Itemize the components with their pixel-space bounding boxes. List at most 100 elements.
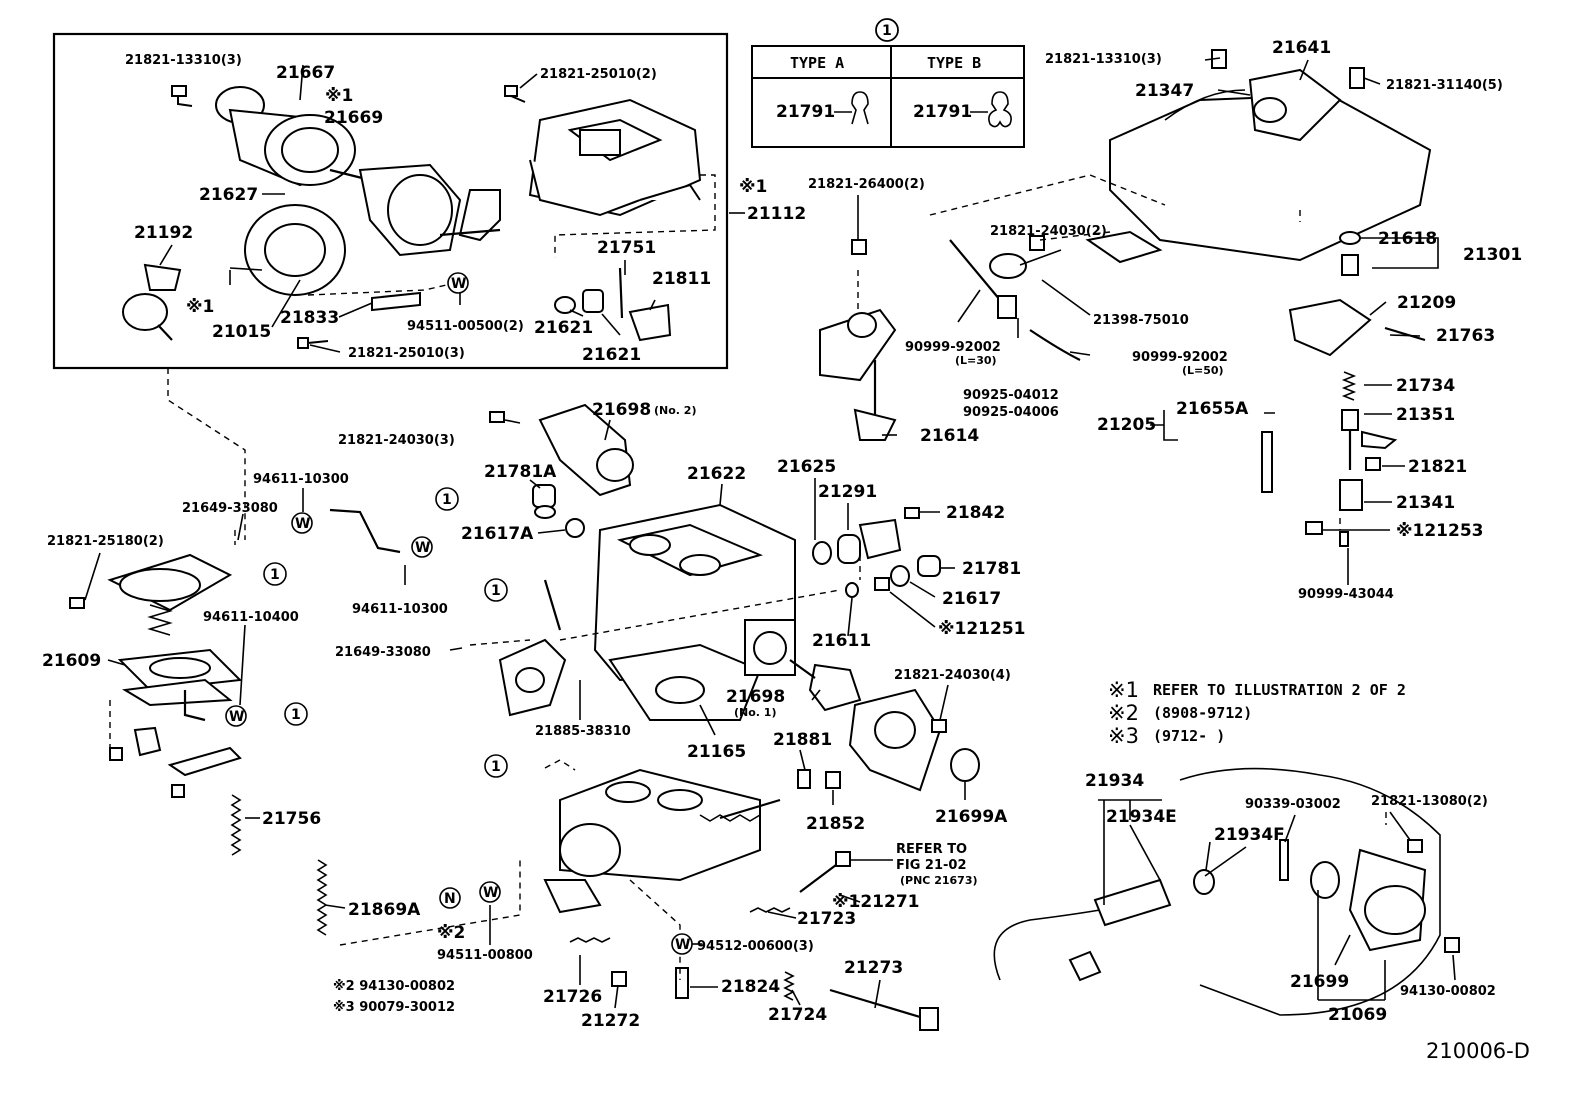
part-label: 90999-92002 bbox=[1132, 350, 1228, 365]
note-1-mark: ※1 bbox=[1108, 678, 1139, 702]
washer-symbol-1-label: W bbox=[451, 276, 466, 292]
washer-symbol-6-label: W bbox=[675, 937, 690, 953]
part-label: 21833 bbox=[280, 308, 339, 328]
part-label: ※1 bbox=[739, 177, 767, 197]
washer-symbol-5 bbox=[479, 881, 501, 903]
carburetor-body-drawing bbox=[489, 403, 980, 792]
ref-1-b bbox=[263, 562, 287, 586]
part-label: 21869A bbox=[348, 900, 421, 920]
part-label: 21617 bbox=[942, 589, 1001, 609]
part-label: 21934E bbox=[1106, 807, 1177, 827]
part-label: ※2 bbox=[437, 923, 465, 943]
part-label: 21699A bbox=[935, 807, 1008, 827]
part-label: 21821-13310(3) bbox=[1045, 52, 1162, 67]
part-label: 21781A bbox=[484, 462, 557, 482]
small-parts-drawing bbox=[569, 719, 947, 1031]
ref-1-b-label: 1 bbox=[270, 567, 280, 583]
washer-symbol-6 bbox=[671, 933, 693, 955]
part-label: 94611-10400 bbox=[203, 610, 299, 625]
part-label: 21934 bbox=[1085, 771, 1144, 791]
part-label: 21885-38310 bbox=[535, 724, 631, 739]
part-label: ※121251 bbox=[938, 619, 1026, 639]
part-label: 21821-24030(2) bbox=[990, 224, 1107, 239]
part-label: 21627 bbox=[199, 185, 258, 205]
washer-symbol-4-label: W bbox=[229, 709, 244, 725]
part-label: ※2 94130-00802 bbox=[333, 979, 455, 994]
refer-note-line2: FIG 21-02 bbox=[896, 858, 967, 873]
part-label: (No. 2) bbox=[654, 404, 696, 417]
part-label: (No. 1) bbox=[734, 706, 776, 719]
part-label: 21723 bbox=[797, 909, 856, 929]
type-a-part: 21791 bbox=[776, 102, 835, 122]
refer-note: REFER TO FIG 21-02 (PNC 21673) bbox=[896, 842, 978, 887]
part-label: ※3 90079-30012 bbox=[333, 1000, 455, 1015]
part-label: 21621 bbox=[582, 345, 641, 365]
ref-1-d-label: 1 bbox=[291, 707, 301, 723]
part-label: 21821-31140(5) bbox=[1386, 78, 1503, 93]
carburetor-top-cover-drawing bbox=[528, 98, 702, 342]
nut-symbol bbox=[439, 887, 461, 909]
part-label: 21655A bbox=[1176, 399, 1249, 419]
hose-type-b-icon bbox=[970, 91, 1012, 128]
part-label: 21341 bbox=[1396, 493, 1455, 513]
part-label: 21611 bbox=[812, 631, 871, 651]
type-a-header: TYPE A bbox=[790, 54, 844, 72]
part-label: 21398-75010 bbox=[1093, 313, 1189, 328]
part-label: 21852 bbox=[806, 814, 865, 834]
type-b-part: 21791 bbox=[913, 102, 972, 122]
washer-symbol-2 bbox=[291, 512, 313, 534]
part-label: 94611-10300 bbox=[352, 602, 448, 617]
note-3-text: (9712- ) bbox=[1153, 727, 1225, 745]
part-label: 21617A bbox=[461, 524, 534, 544]
part-label: 21811 bbox=[652, 269, 711, 289]
part-label: 21192 bbox=[134, 223, 193, 243]
part-label: 21734 bbox=[1396, 376, 1455, 396]
note-2-mark: ※2 bbox=[1108, 701, 1139, 725]
part-label: 21622 bbox=[687, 464, 746, 484]
intake-manifold-drawing bbox=[1085, 49, 1432, 547]
washer-symbol-4 bbox=[225, 705, 247, 727]
ref-1-c bbox=[484, 578, 508, 602]
part-label: 21649-33080 bbox=[335, 645, 431, 660]
part-label: 21821-24030(4) bbox=[894, 668, 1011, 683]
part-label: 21209 bbox=[1397, 293, 1456, 313]
part-label: 21698 bbox=[592, 400, 651, 420]
figure-code: 210006-D bbox=[1426, 1039, 1530, 1063]
part-label: 21751 bbox=[597, 238, 656, 258]
washer-symbol-3 bbox=[411, 536, 433, 558]
part-label: 94130-00802 bbox=[1400, 984, 1496, 999]
diaphragm-assembly-drawing bbox=[122, 85, 526, 349]
washer-symbol-5-label: W bbox=[483, 885, 498, 901]
part-label: 94511-00800 bbox=[437, 948, 533, 963]
part-label: 21291 bbox=[818, 482, 877, 502]
callout-1-circle bbox=[875, 18, 899, 42]
type-table: TYPE A TYPE B 21791 21791 bbox=[751, 45, 1025, 148]
part-label: 21699 bbox=[1290, 972, 1349, 992]
part-label: ※1 bbox=[325, 86, 353, 106]
part-label: 21821-13080(2) bbox=[1371, 794, 1488, 809]
nut-symbol-label: N bbox=[444, 891, 456, 907]
part-label: 21763 bbox=[1436, 326, 1495, 346]
part-label: 21625 bbox=[777, 457, 836, 477]
part-label: ※121253 bbox=[1396, 521, 1484, 541]
footnotes: ※1 REFER TO ILLUSTRATION 2 OF 2 ※2 (8908… bbox=[1108, 678, 1406, 748]
ref-1-a bbox=[435, 487, 459, 511]
part-label: 21614 bbox=[920, 426, 979, 446]
part-label: 21821-26400(2) bbox=[808, 177, 925, 192]
part-label: 90999-43044 bbox=[1298, 587, 1394, 602]
callout-1: 1 bbox=[882, 23, 892, 39]
ref-1-d bbox=[284, 702, 308, 726]
part-label: 94511-00500(2) bbox=[407, 319, 524, 334]
ref-1-a-label: 1 bbox=[442, 492, 452, 508]
part-labels: 21821-13310(3) 21667 ※1 21669 21821-2501… bbox=[42, 38, 1522, 1031]
throttle-body-drawing bbox=[543, 768, 781, 914]
part-label: 21724 bbox=[768, 1005, 827, 1025]
circle-symbols: W W W W N W W 1 1 1 1 1 bbox=[225, 272, 693, 955]
type-b-header: TYPE B bbox=[927, 54, 981, 72]
part-label: 21821-13310(3) bbox=[125, 53, 242, 68]
hose-type-a-icon bbox=[834, 91, 869, 125]
refer-note-line3: (PNC 21673) bbox=[900, 874, 978, 887]
part-label: 90999-92002 bbox=[905, 340, 1001, 355]
part-label: 21165 bbox=[687, 742, 746, 762]
